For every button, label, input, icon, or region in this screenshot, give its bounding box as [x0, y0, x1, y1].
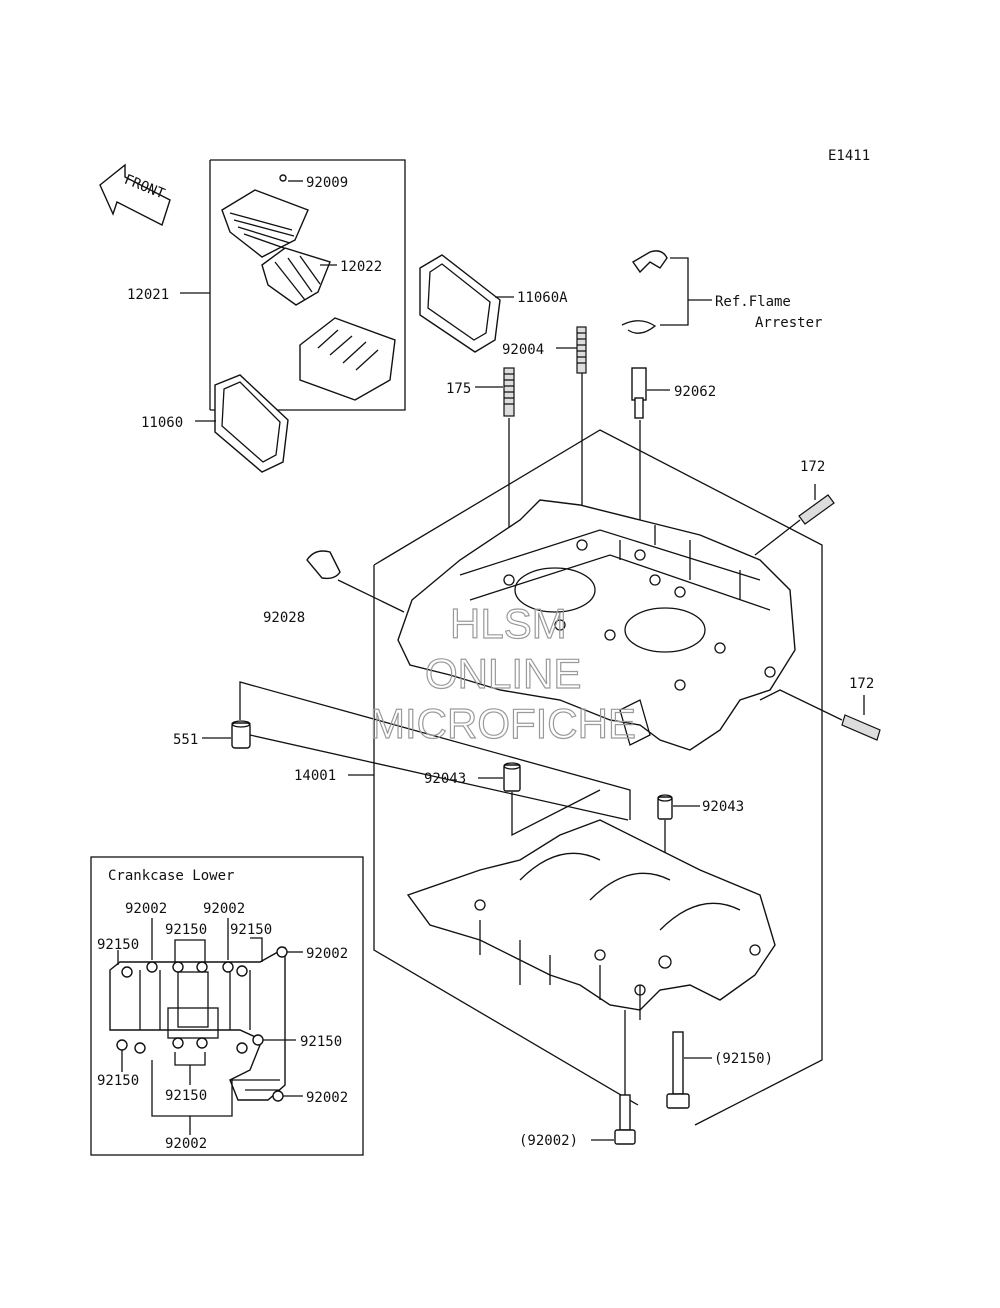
reed-stopper-plate	[221, 189, 309, 258]
callout-172-lower: 172	[849, 676, 874, 692]
inset-callout-92150-d: 92150	[230, 922, 272, 938]
reed-valve-bracket	[210, 159, 406, 411]
inset-callout-92150-g: 92150	[300, 1034, 342, 1050]
inset-callout-92002-k: 92002	[165, 1136, 207, 1152]
callout-92062: 92062	[674, 384, 716, 400]
callout-92009: 92009	[306, 175, 348, 191]
inset-title: Crankcase Lower	[108, 868, 234, 884]
watermark-line-1: HLSM	[450, 600, 567, 647]
callout-551: 551	[173, 732, 198, 748]
inset-callout-92150-h: 92150	[97, 1073, 139, 1089]
dowel-92062	[631, 367, 647, 419]
watermark-line-3: MICROFICHE	[370, 700, 636, 747]
ref-note-line-2: Arrester	[755, 315, 822, 331]
gasket-11060a	[419, 254, 501, 353]
reed-block	[299, 317, 396, 401]
callout-12022: 12022	[340, 259, 382, 275]
inset-callout-92150-c: 92150	[165, 922, 207, 938]
callout-14001: 14001	[294, 768, 336, 784]
dowel-pin-551	[231, 720, 251, 749]
crankcase-bracket	[373, 565, 639, 1106]
callout-92150-paren: (92150)	[714, 1051, 773, 1067]
plug-92028	[306, 550, 341, 580]
callout-172-upper: 172	[800, 459, 825, 475]
screw-92009	[279, 174, 287, 182]
callout-92002-paren: (92002)	[519, 1133, 578, 1149]
inset-callout-92150-j: 92150	[165, 1088, 207, 1104]
inset-callout-92150-e: 92150	[97, 937, 139, 953]
stud-175	[503, 367, 515, 417]
callout-92028: 92028	[263, 610, 305, 626]
crankcase-lower	[406, 819, 776, 1020]
callout-92043-right: 92043	[702, 799, 744, 815]
watermark-line-2: ONLINE	[425, 650, 581, 697]
gasket-11060	[214, 374, 289, 473]
flame-arrester-hose	[631, 250, 668, 274]
watermark: HLSM ONLINE MICROFICHE	[369, 599, 636, 747]
callout-92004: 92004	[502, 342, 544, 358]
crankcase-upper	[397, 499, 796, 751]
crankcase-lower-inset: Crankcase Lower 92002 9	[90, 856, 364, 1156]
ref-note-line-1: Ref.Flame	[715, 294, 791, 310]
inset-callout-92002-a: 92002	[125, 901, 167, 917]
stud-172-lower	[841, 714, 881, 741]
flame-arrester-clip	[621, 320, 657, 334]
inset-callout-92002-i: 92002	[306, 1090, 348, 1106]
callout-92043-left: 92043	[424, 771, 466, 787]
diagram-code: E1411	[828, 148, 870, 164]
stud-92004	[576, 326, 587, 374]
bolt-92150	[666, 1031, 690, 1109]
bolt-92002	[614, 1094, 636, 1145]
dowel-92043-left	[503, 762, 521, 792]
stud-172-upper	[798, 494, 835, 525]
callout-12021: 12021	[127, 287, 169, 303]
reed-petals	[261, 247, 331, 306]
callout-175: 175	[446, 381, 471, 397]
front-arrow-icon: FRONT	[99, 163, 171, 226]
inset-callout-92002-f: 92002	[306, 946, 348, 962]
dowel-92043-right	[657, 794, 673, 820]
callout-11060a: 11060A	[517, 290, 568, 306]
inset-callout-92002-b: 92002	[203, 901, 245, 917]
callout-11060: 11060	[141, 415, 183, 431]
